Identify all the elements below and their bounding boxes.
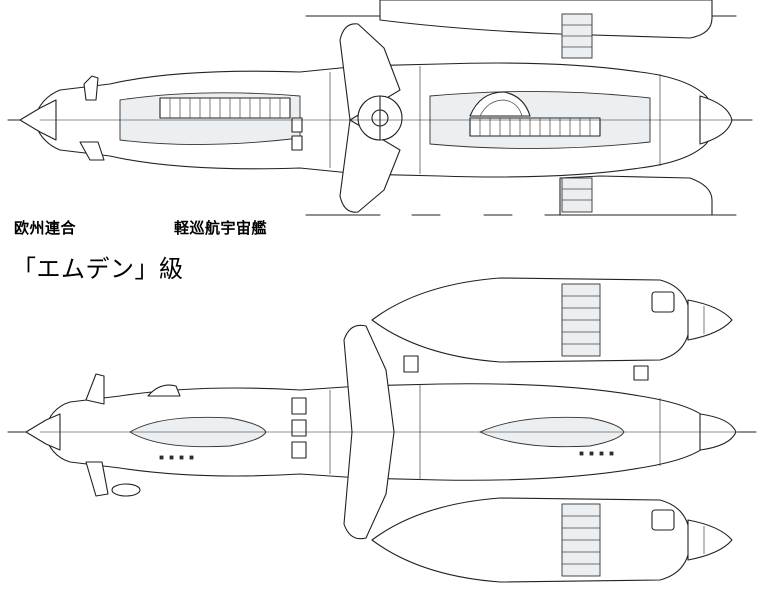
upper-nacelle: [379, 0, 713, 39]
side-pod: [111, 483, 141, 497]
top-wing-lower: [339, 119, 401, 213]
side-tail-fin-lower: [85, 461, 109, 497]
lower-engine-nose: [687, 519, 733, 561]
lower-engine-nacelle: [371, 497, 691, 583]
ship-class-title: 「エムデン」級: [12, 255, 184, 283]
upper-engine-nose: [687, 299, 733, 341]
upper-engine-hatch: [651, 291, 675, 313]
side-rivet-row: [159, 451, 614, 460]
faction-label: 欧州連合: [14, 219, 77, 237]
side-view: [7, 277, 757, 583]
forward-fin-lower: [79, 141, 105, 161]
side-port-row: [291, 397, 307, 459]
sensor-dome: [469, 91, 531, 117]
forward-fin-upper: [83, 75, 99, 101]
side-tail-fin-upper: [85, 373, 105, 405]
aft-vent-grille: [469, 117, 601, 137]
ship-type-label: 軽巡航宇宙艦: [174, 219, 268, 237]
side-canopy-bubble: [147, 384, 181, 397]
forward-vent-slats: [169, 98, 281, 118]
top-view: [7, 0, 753, 216]
lower-nacelle-stub: [559, 175, 713, 216]
lower-engine-hatch: [651, 509, 675, 531]
aft-vent-slats: [479, 118, 591, 136]
top-wing-upper: [339, 23, 401, 121]
upper-engine-nacelle: [371, 277, 691, 363]
forward-vent-grille: [159, 97, 291, 119]
